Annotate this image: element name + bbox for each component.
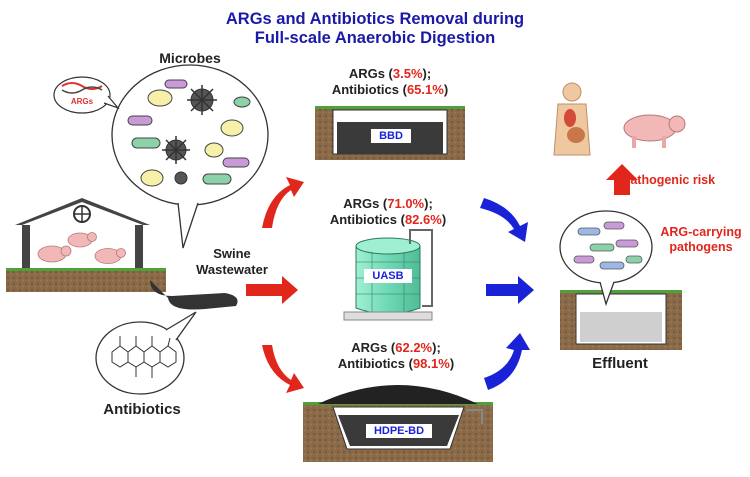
bbd-args-line: ARGs (3.5%); xyxy=(348,66,432,81)
effluent-label: Effluent xyxy=(592,355,648,372)
wastewater-stream xyxy=(150,280,238,310)
microbes-label: Microbes xyxy=(159,50,221,66)
title-line-2: Full-scale Anaerobic Digestion xyxy=(254,29,496,47)
red-arrow-right xyxy=(246,276,298,304)
uasb-name: UASB xyxy=(364,269,412,283)
bbd-antibiotics-line: Antibiotics (65.1%) xyxy=(331,82,449,97)
red-arrow-risk xyxy=(606,164,638,195)
red-arrow-up xyxy=(262,177,304,228)
uasb-args-line: ARGs (71.0%); xyxy=(343,196,433,211)
blue-arrows xyxy=(480,198,534,390)
hdpe-args-line: ARGs (62.2%); xyxy=(351,340,441,355)
arg-carrying-line-1: ARG-carrying xyxy=(660,225,742,239)
args-bubble-label: ARGs xyxy=(70,97,94,106)
uasb-args-value: 71.0% xyxy=(387,196,425,211)
arg-carrying-line-2: pathogens xyxy=(669,240,733,254)
antibiotics-bubble xyxy=(95,311,197,395)
human-and-pig xyxy=(553,82,686,156)
blue-arrow-right xyxy=(486,276,534,304)
args-bubble xyxy=(53,76,120,114)
uasb-antibiotics-line: Antibiotics (82.6%) xyxy=(329,212,447,227)
uasb-antibiotics-value: 82.6% xyxy=(404,212,442,227)
swine-barn xyxy=(6,198,166,292)
pathogens-bubble xyxy=(559,210,653,307)
blue-arrow-up xyxy=(484,333,530,390)
bbd-antibiotics-value: 65.1% xyxy=(406,82,444,97)
swine-wastewater-line-2: Wastewater xyxy=(196,262,268,277)
hdpe-args-value: 62.2% xyxy=(395,340,433,355)
antibiotics-label: Antibiotics xyxy=(103,401,181,418)
bbd-name: BBD xyxy=(371,129,411,143)
hdpe-name: HDPE-BD xyxy=(366,424,432,438)
effluent-pit xyxy=(560,290,682,350)
red-arrow-down xyxy=(262,345,304,393)
hdpe-antibiotics-line: Antibiotics (98.1%) xyxy=(337,356,455,371)
bbd-args-value: 3.5% xyxy=(392,66,423,81)
blue-arrow-down xyxy=(480,198,528,242)
title-line-1: ARGs and Antibiotics Removal during xyxy=(225,10,525,28)
swine-wastewater-line-1: Swine xyxy=(213,246,251,261)
microbes-bubble xyxy=(111,64,269,249)
red-arrows xyxy=(246,164,638,393)
pathogenic-risk-label: Pathogenic risk xyxy=(622,173,716,187)
hdpe-antibiotics-value: 98.1% xyxy=(412,356,450,371)
